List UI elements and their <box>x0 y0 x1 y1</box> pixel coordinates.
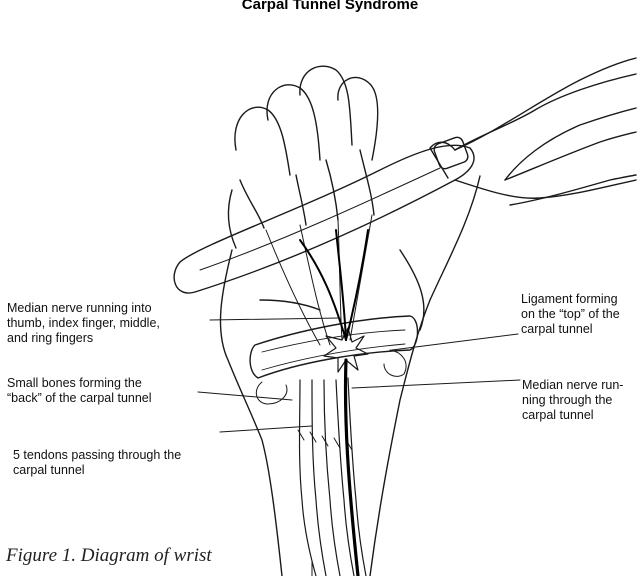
label-tendons: 5 tendons passing through the carpal tun… <box>13 448 181 478</box>
fork-handle <box>174 145 474 293</box>
label-line: carpal tunnel <box>13 463 181 478</box>
label-small-bones: Small bones forming the “back” of the ca… <box>7 376 152 406</box>
hand-outline <box>220 250 282 576</box>
leader-ligament <box>392 334 518 350</box>
label-line: Median nerve run- <box>522 378 623 393</box>
label-line: Small bones forming the <box>7 376 152 391</box>
label-line: Median nerve running into <box>7 301 160 316</box>
leader-median-nerve-tunnel <box>352 380 520 388</box>
leader-median-nerve-fingers <box>210 318 340 320</box>
label-line: on the “top” of the <box>521 307 620 322</box>
label-line: carpal tunnel <box>522 408 623 423</box>
label-line: “back” of the carpal tunnel <box>7 391 152 406</box>
ligament-band <box>250 316 417 378</box>
label-line: 5 tendons passing through the <box>13 448 181 463</box>
label-line: Ligament forming <box>521 292 620 307</box>
label-median-nerve-fingers: Median nerve running into thumb, index f… <box>7 301 160 346</box>
figure-caption: Figure 1. Diagram of wrist <box>6 544 212 568</box>
label-line: and ring fingers <box>7 331 160 346</box>
finger-3 <box>300 66 352 145</box>
label-line: ning through the <box>522 393 623 408</box>
label-line: thumb, index finger, middle, <box>7 316 160 331</box>
label-line: carpal tunnel <box>521 322 620 337</box>
finger-4 <box>338 77 378 160</box>
label-ligament: Ligament forming on the “top” of the car… <box>521 292 620 337</box>
finger-1 <box>235 107 290 175</box>
median-nerve <box>346 360 359 576</box>
label-median-nerve-tunnel: Median nerve run- ning through the carpa… <box>522 378 623 423</box>
finger-2 <box>267 85 320 160</box>
